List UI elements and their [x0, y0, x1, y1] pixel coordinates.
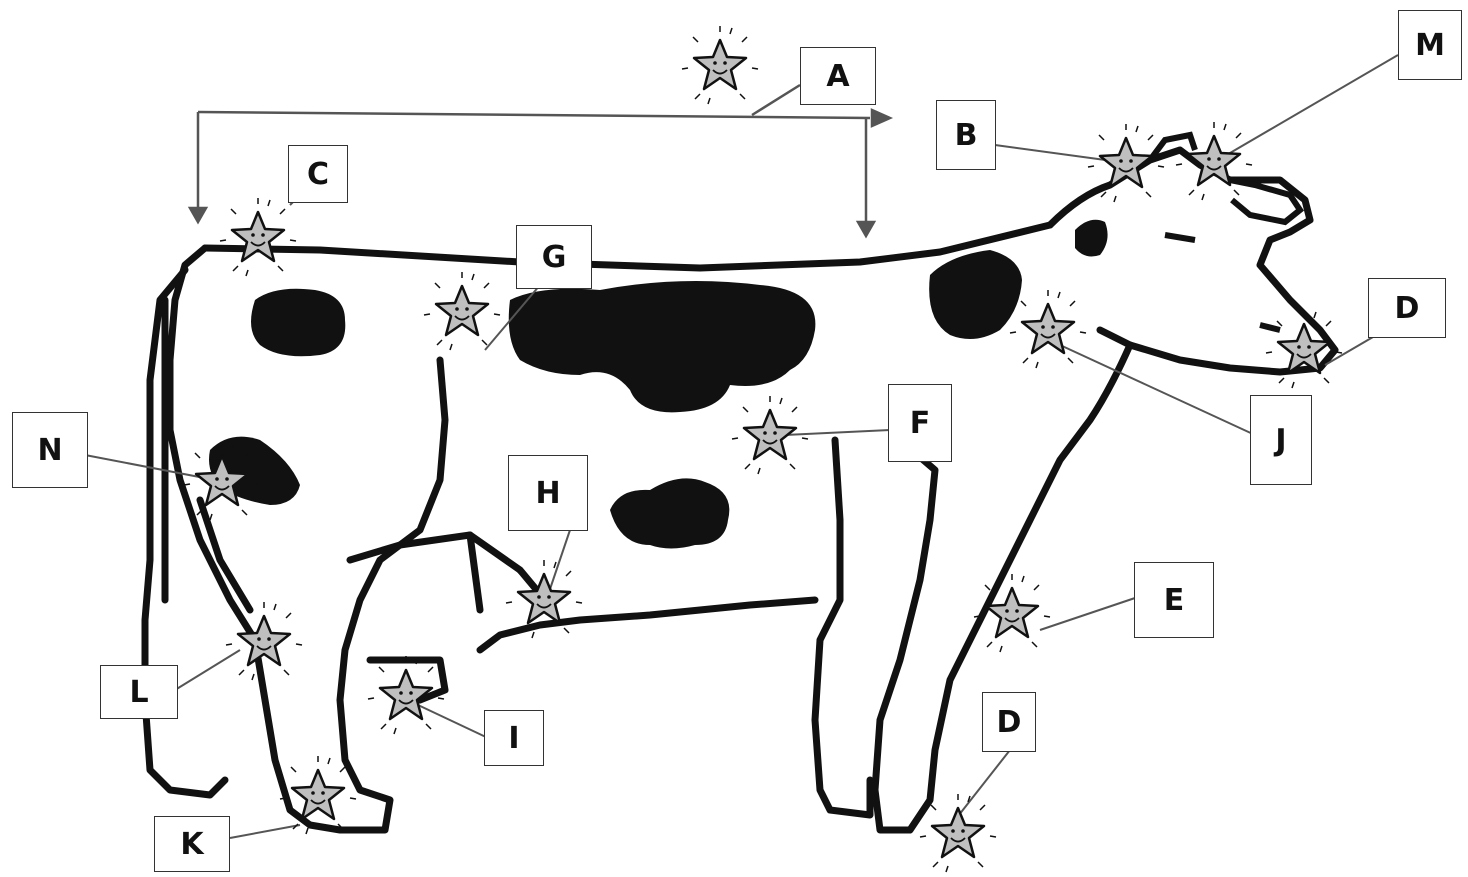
- star-icon-j: [1008, 288, 1088, 370]
- label-e: E: [1134, 562, 1214, 638]
- label-d-hoof: D: [982, 692, 1036, 752]
- label-i: I: [484, 710, 544, 766]
- star-icon-m: [1174, 120, 1254, 202]
- cow-body: [141, 146, 1339, 834]
- label-n: N: [12, 412, 88, 488]
- star-icon-c: [218, 196, 298, 278]
- star-icon-d-hoof: [918, 792, 998, 874]
- label-k: K: [154, 816, 230, 872]
- star-icon-l: [224, 600, 304, 682]
- label-d-nose: D: [1368, 278, 1446, 338]
- star-icon-a: [680, 24, 760, 106]
- cow-spots: [209, 219, 1108, 549]
- label-f: F: [888, 384, 952, 462]
- label-c: C: [288, 145, 348, 203]
- label-j: J: [1250, 395, 1312, 485]
- topline-arrow: [187, 83, 894, 239]
- star-icon-k: [278, 754, 358, 836]
- label-b: B: [936, 100, 996, 170]
- label-g: G: [516, 225, 592, 289]
- cow-ear-horn: [1147, 131, 1305, 333]
- label-m: M: [1398, 10, 1462, 80]
- star-icon-g: [422, 270, 502, 352]
- label-a: A: [800, 47, 876, 105]
- label-l: L: [100, 665, 178, 719]
- label-h: H: [508, 455, 588, 531]
